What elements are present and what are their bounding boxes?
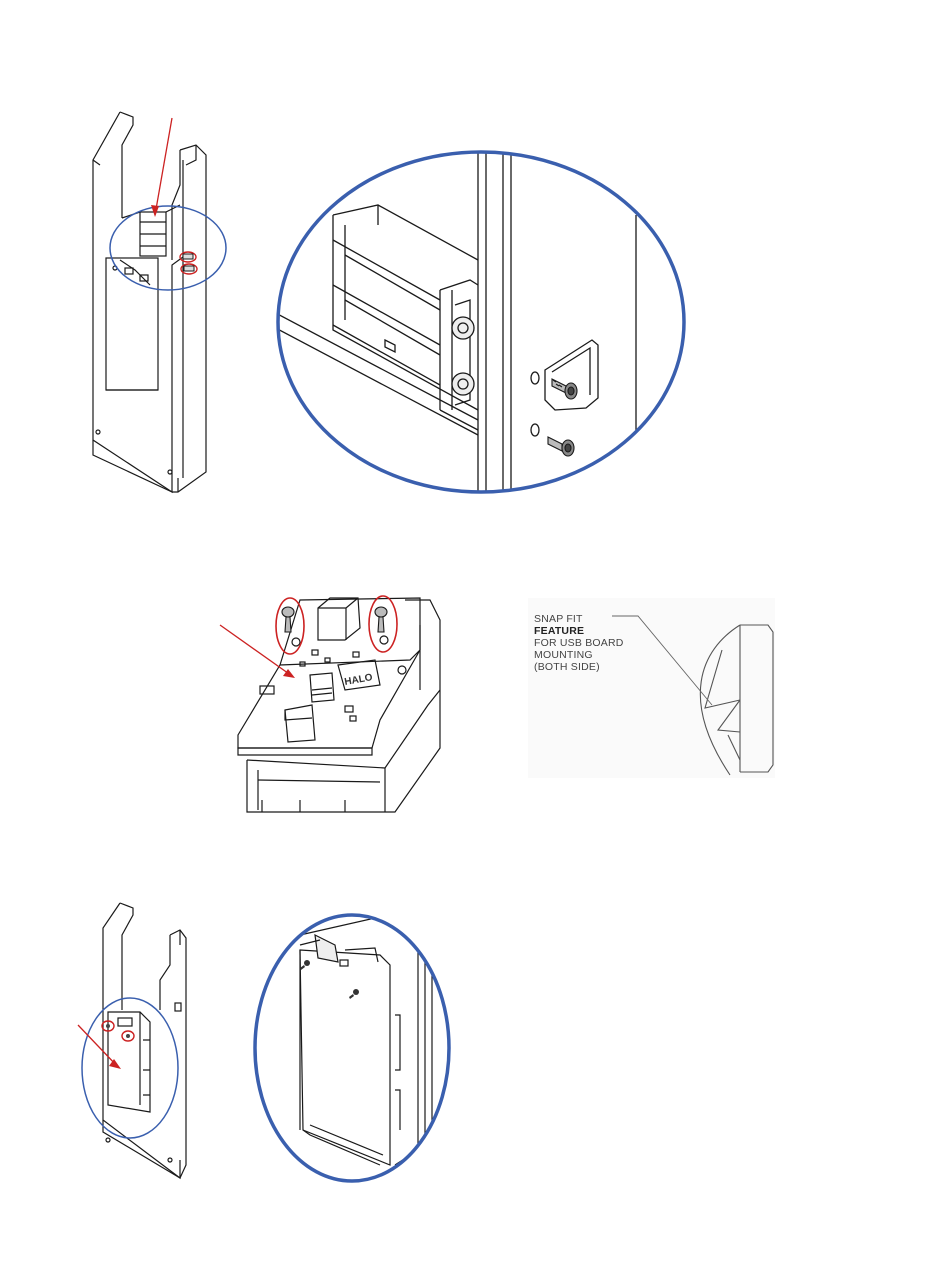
detail-callout-circle-small <box>110 206 226 290</box>
step-2-usb-board-housing <box>238 598 440 812</box>
snap-fit-label-line1: SNAP FIT <box>534 613 583 625</box>
step-1-detail-zoom <box>270 150 684 500</box>
snap-fit-label-line2: FEATURE <box>534 625 584 637</box>
detail-callout-circle-large <box>278 152 684 492</box>
screw-icons-zoom3 <box>300 960 359 999</box>
detail-callout-circle-step3-large <box>255 915 449 1181</box>
pointer-arrow-step2 <box>220 625 292 676</box>
arrow-head-step1 <box>151 205 159 217</box>
screw-icon-lower <box>548 437 574 456</box>
step-1-enclosure-panel <box>93 112 206 492</box>
screw-icon-upper <box>552 379 577 399</box>
step-3-detail-zoom <box>255 915 449 1181</box>
snap-fit-detail: SNAP FIT FEATURE FOR USB BOARD MOUNTING … <box>528 598 775 778</box>
snap-fit-label-line3: FOR USB BOARD <box>534 637 624 649</box>
detail-callout-circle-step3 <box>82 998 178 1138</box>
board-brand-label: HALO <box>344 672 374 688</box>
snap-fit-label-line5: (BOTH SIDE) <box>534 661 600 673</box>
pointer-arrow-step1 <box>155 118 172 215</box>
snap-fit-label-line4: MOUNTING <box>534 649 593 661</box>
arrow-head-step3 <box>109 1059 121 1069</box>
